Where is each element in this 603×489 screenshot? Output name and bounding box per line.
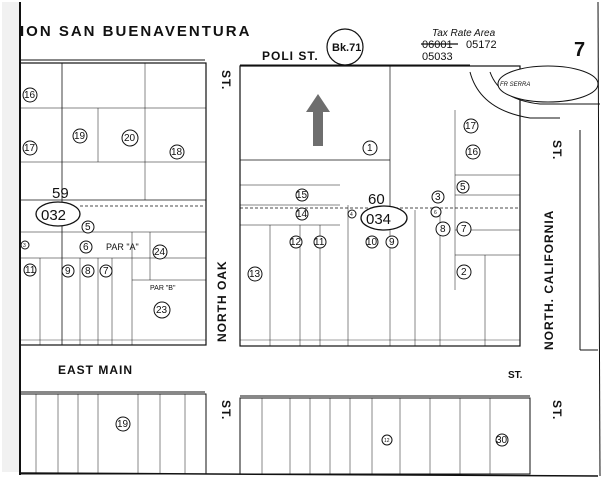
parcel-number: 23: [156, 305, 168, 316]
parcel-number: 18: [171, 147, 183, 158]
street-north-oak: NORTH OAK: [215, 260, 229, 342]
tax-rate-area-label: Tax Rate Area: [432, 28, 496, 39]
parcel-number: 19: [74, 131, 86, 142]
parcel-page-032: 032: [41, 207, 66, 224]
parcel-number: 8: [85, 266, 91, 277]
parcel-number: 10: [366, 237, 378, 248]
street-north-california: NORTH. CALIFORNIA: [542, 210, 556, 350]
street-st-main-right: ST.: [508, 370, 523, 381]
block-number-60: 60: [368, 191, 385, 208]
street-st-bottom-left: ST.: [219, 400, 233, 420]
parcel-number: 6: [434, 210, 437, 216]
street-east-main: EAST MAIN: [58, 363, 133, 377]
street-fr-serra: FR SERRA: [500, 82, 530, 88]
parcel-number: 20: [124, 133, 136, 144]
parcel-number: 8: [440, 224, 446, 235]
map-title: ION SAN BUENAVENTURA: [20, 23, 251, 40]
street-poli: POLI ST.: [262, 49, 319, 63]
parcel-number: 3: [23, 243, 26, 249]
parcel-number: 5: [85, 222, 91, 233]
parcel-number: 6: [83, 242, 89, 253]
street-st-top-left: ST.: [219, 70, 233, 90]
left-parcels: 16 17 19 20 18 5 6 24 11 9 8 7 23 3: [20, 87, 185, 319]
parcel-number: 7: [103, 266, 109, 277]
parcel-number: 5: [460, 182, 466, 193]
parcel-number: 12: [290, 237, 302, 248]
parcel-label-a: PAR "A": [106, 242, 139, 252]
parcel-number: 11: [25, 265, 36, 276]
parcel-number: 16: [467, 147, 479, 158]
parcel-number: 14: [296, 209, 308, 220]
parcel-number: 17: [24, 143, 36, 154]
parcel-number: 11: [314, 237, 325, 248]
tax-rate-struck-code: 06001: [422, 39, 453, 51]
block-number-59: 59: [52, 185, 69, 202]
parcel-number: 7: [461, 224, 467, 235]
parcel-label-b: PAR "B": [150, 285, 176, 292]
parcel-number: 1: [367, 143, 373, 154]
parcel-number: 13: [249, 269, 261, 280]
parcel-number: 9: [65, 266, 71, 277]
parcel-number: 30: [496, 435, 508, 446]
parcel-number: 4: [350, 212, 353, 218]
book-label: Bk.71: [326, 28, 364, 66]
parcel-number: 12: [384, 438, 390, 444]
street-st-cal-bottom: ST.: [550, 400, 564, 420]
tax-rate-code-b: 05033: [422, 51, 453, 63]
parcel-number: 24: [154, 247, 166, 258]
center-parcels: 1 15 14 13 12 11 10 9 8 7 6 5 4 3 2 17 1…: [247, 118, 481, 282]
parcel-number: 19: [117, 419, 129, 430]
book-number: Bk.71: [332, 42, 361, 54]
parcel-number: 16: [24, 90, 36, 101]
parcel-number: 9: [389, 237, 395, 248]
parcel-number: 17: [465, 121, 477, 132]
parcel-number: 2: [461, 267, 467, 278]
street-st-cal-top: ST.: [550, 140, 564, 160]
parcel-page-034: 034: [366, 211, 391, 228]
north-arrow-icon: [306, 94, 330, 146]
page-number: 7: [574, 39, 585, 61]
parcel-number: 3: [435, 192, 441, 203]
parcel-number: 15: [296, 190, 308, 201]
tax-rate-code-a: 05172: [466, 39, 497, 51]
